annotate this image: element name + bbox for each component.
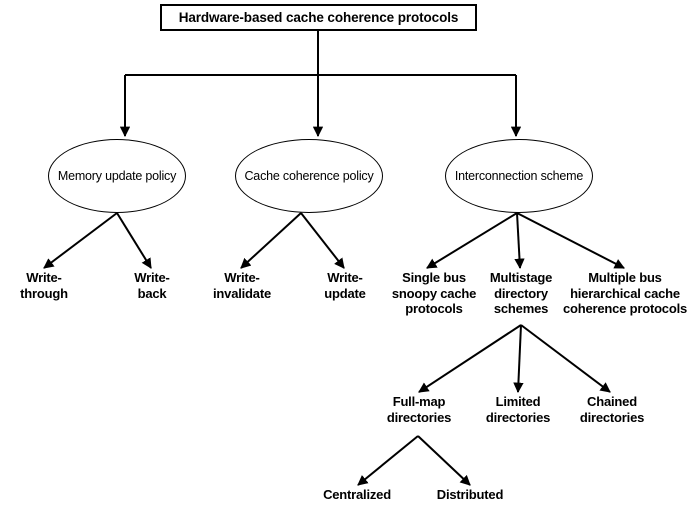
leaf-line: invalidate xyxy=(213,285,271,301)
leaf-node-limited-directories[interactable]: Limited directories xyxy=(470,394,566,425)
leaf-node-write-invalidate[interactable]: Write- invalidate xyxy=(190,270,294,301)
leaf-node-single-bus-snoopy-cache-protocols[interactable]: Single bus snoopy cache protocols xyxy=(382,270,486,317)
leaf-line: Write- xyxy=(26,270,62,285)
edge-fullmap-to-distributed xyxy=(417,435,471,486)
leaf-line: update xyxy=(324,285,366,301)
category-node-interconnection-scheme[interactable]: Interconnection scheme xyxy=(445,139,593,213)
leaf-node-multiple-bus-hierarchical-cache-coherence-protocols[interactable]: Multiple bus hierarchical cache coherenc… xyxy=(552,270,698,317)
category-node-memory-update-policy[interactable]: Memory update policy xyxy=(48,139,186,213)
leaf-node-chained-directories[interactable]: Chained directories xyxy=(564,394,660,425)
edge-multistage-to-full-map xyxy=(418,324,522,393)
leaf-node-write-update[interactable]: Write- update xyxy=(303,270,387,301)
edge-cache-to-write-invalidate xyxy=(240,212,302,269)
leaf-line: Write- xyxy=(224,270,260,285)
root-node-hardware-based-cache-coherence-protocols[interactable]: Hardware-based cache coherence protocols xyxy=(160,4,477,31)
leaf-line: snoopy cache xyxy=(391,285,477,301)
leaf-line: through xyxy=(20,285,68,301)
leaf-line: Chained xyxy=(587,394,637,409)
leaf-line: Distributed xyxy=(436,487,504,502)
edge-interconnect-to-single-bus xyxy=(426,212,518,269)
leaf-node-write-through[interactable]: Write- through xyxy=(0,270,88,301)
leaf-node-write-back[interactable]: Write- back xyxy=(110,270,194,301)
leaf-node-full-map-directories[interactable]: Full-map directories xyxy=(371,394,467,425)
leaf-line: directories xyxy=(386,409,452,425)
leaf-line: Centralized xyxy=(323,487,391,502)
leaf-line: Full-map xyxy=(392,394,446,409)
leaf-node-distributed[interactable]: Distributed xyxy=(418,487,522,503)
leaf-line: Write- xyxy=(327,270,363,285)
category-node-cache-coherence-policy[interactable]: Cache coherence policy xyxy=(235,139,383,213)
leaf-line: directories xyxy=(485,409,551,425)
edge-memory-to-write-through xyxy=(43,212,118,269)
leaf-line: protocols xyxy=(405,301,463,316)
edge-interconnect-to-multiple-bus xyxy=(516,212,625,269)
leaf-line: back xyxy=(137,285,167,301)
leaf-node-multistage-directory-schemes[interactable]: Multistage directory schemes xyxy=(478,270,564,317)
edge-multistage-to-limited xyxy=(513,324,524,394)
leaf-line: Write- xyxy=(134,270,170,285)
edge-memory-to-write-back xyxy=(116,212,152,269)
leaf-line: directory xyxy=(494,285,548,301)
edge-cache-to-write-update xyxy=(300,212,345,269)
edge-interconnect-to-multistage xyxy=(514,212,525,270)
edge-fullmap-to-centralized xyxy=(357,435,419,486)
leaf-line: Multistage xyxy=(489,270,553,285)
leaf-line: Single bus xyxy=(402,270,466,285)
leaf-line: hierarchical cache xyxy=(570,285,680,301)
leaf-line: Limited xyxy=(495,394,541,409)
leaf-line: schemes xyxy=(493,301,549,316)
leaf-line: directories xyxy=(579,409,645,425)
edge-multistage-to-chained xyxy=(520,324,611,393)
leaf-line: Multiple bus xyxy=(588,270,662,285)
leaf-node-centralized[interactable]: Centralized xyxy=(305,487,409,503)
leaf-line: coherence protocols xyxy=(562,301,688,316)
